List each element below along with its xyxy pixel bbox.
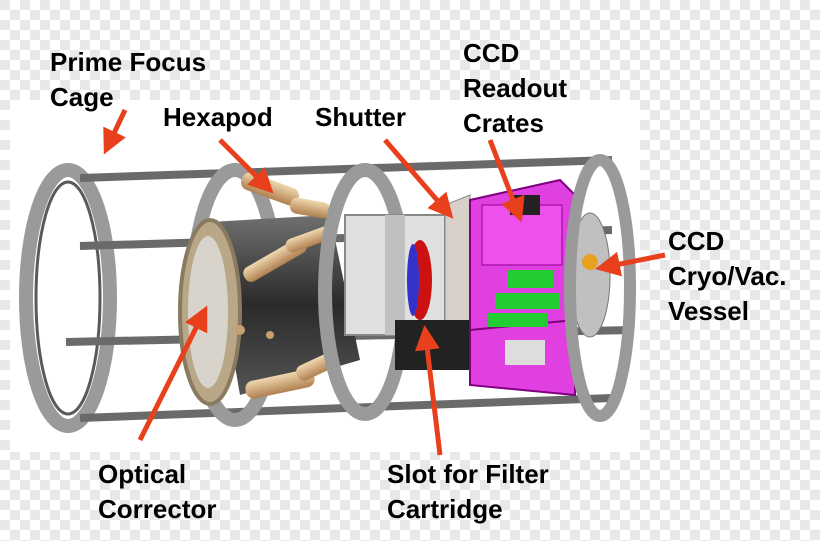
filter-disc <box>407 240 432 320</box>
arrow-shutter <box>383 138 454 219</box>
arrow-corrector <box>137 305 208 442</box>
arrow-hexapod <box>218 138 274 194</box>
label-ccd-cryo-vessel: CCD Cryo/Vac. Vessel <box>668 226 787 326</box>
arrow-cryo <box>595 251 666 277</box>
label-prime-focus-cage: Prime Focus Cage <box>50 47 207 112</box>
arrow-filter-slot <box>414 325 443 456</box>
cage-ring-left <box>19 163 117 433</box>
filter-slot-box <box>395 320 470 370</box>
shutter-barrel <box>344 194 471 346</box>
label-shutter: Shutter <box>315 102 406 132</box>
arrow-prime-focus <box>103 108 128 155</box>
cage-ring-right <box>564 154 636 422</box>
arrow-readout <box>487 139 525 223</box>
label-hexapod: Hexapod <box>163 102 273 132</box>
label-optical-corrector: Optical Corrector <box>98 459 217 524</box>
electronics-boards <box>488 270 560 327</box>
callout-arrows <box>103 108 666 456</box>
label-filter-slot: Slot for Filter Cartridge <box>387 459 549 524</box>
label-ccd-readout-crates: CCD Readout Crates <box>463 38 567 138</box>
